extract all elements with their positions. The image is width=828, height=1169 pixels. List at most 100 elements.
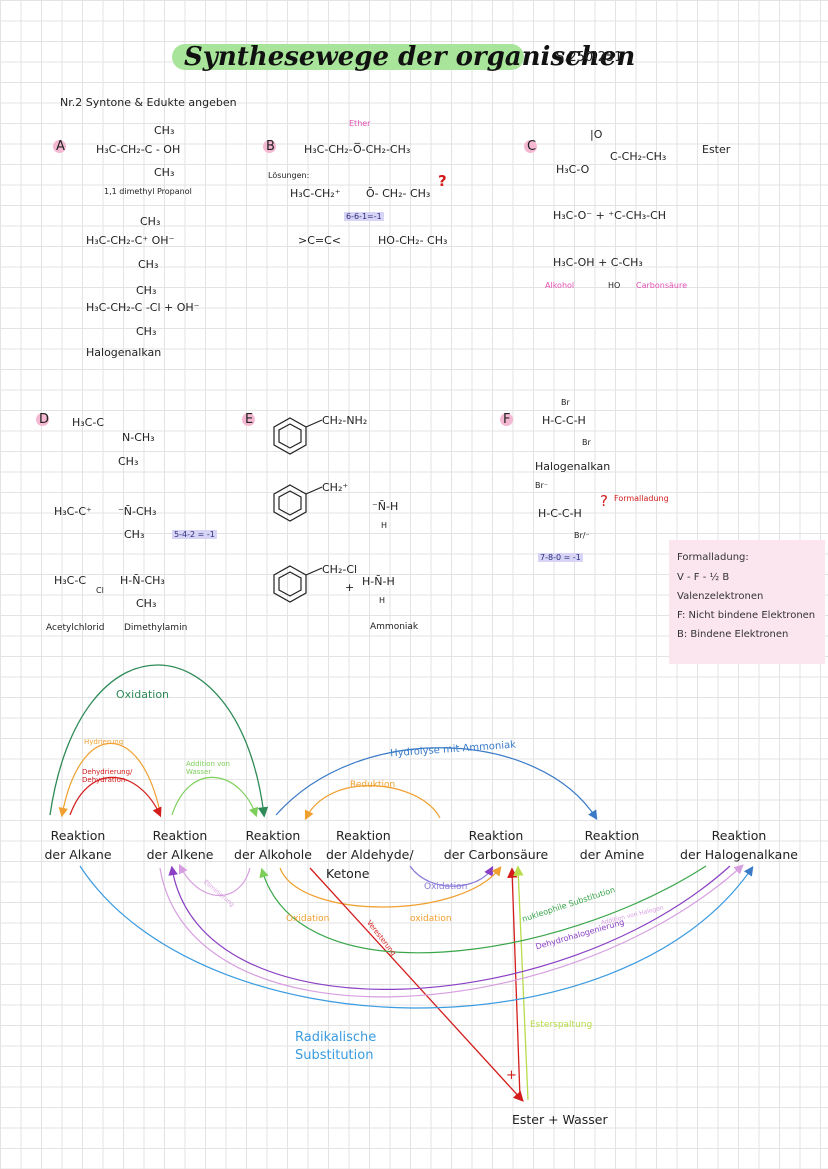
section-marker <box>36 413 49 426</box>
formula: H₃C-C⁺ <box>54 505 92 518</box>
formula: CH₂-NH₂ <box>322 414 368 427</box>
formula: CH₃ <box>136 284 157 297</box>
formula: + <box>345 581 355 594</box>
formula: H₃C-C <box>72 416 105 429</box>
formula: H₃C-CH₂-C - OH <box>96 143 181 156</box>
question-mark: ? <box>600 492 608 510</box>
formula: H <box>381 521 388 530</box>
formula: H₃C-CH₂-C⁺ OH⁻ <box>86 234 175 247</box>
title-highlight <box>172 44 524 70</box>
oxidation-small-arrow <box>409 865 494 887</box>
calc: 5-4-2 = -1 <box>172 530 217 539</box>
arrow-label: Oxidation <box>424 882 468 892</box>
oxidation-arrow <box>49 664 269 818</box>
arrow-label: Esterspaltung <box>530 1020 593 1030</box>
section-letter: F <box>503 412 511 427</box>
formula: C-CH₂-CH₃ <box>610 150 667 163</box>
formula: ⁻N̄-CH₃ <box>118 505 157 518</box>
compound-type: Ether <box>349 119 371 128</box>
compound-name: 1,1 dimethyl Propanol <box>104 187 192 196</box>
formula: CH₃ <box>154 166 175 179</box>
formula: CH₂-Cl <box>322 563 358 576</box>
radikal-arrow <box>79 865 754 1009</box>
note-line: Formalladung: <box>677 552 749 563</box>
esterspaltung-arrow <box>513 865 529 1101</box>
compound-name: Alkohol <box>545 281 575 290</box>
formula: Br <box>582 438 591 447</box>
note-line: V - F - ½ B <box>677 572 730 583</box>
compound-name: Dimethylamin <box>124 623 188 633</box>
section-letter: D <box>39 412 50 427</box>
hydrierung-arrow <box>58 742 161 818</box>
arrow-label: Radikalische <box>295 1030 377 1045</box>
section-marker <box>263 140 276 153</box>
arrow-label: oxidation <box>410 914 452 924</box>
formula: H-N̄-H <box>362 575 395 588</box>
formula: CH₃ <box>140 215 161 228</box>
note-line: Valenzelektronen <box>677 591 764 602</box>
formula: H₃C-O⁻ + ⁺C-CH₃-CH <box>553 209 667 222</box>
addition-halogen-arrow <box>159 864 744 998</box>
arrow-label: Oxidation <box>116 688 170 701</box>
section-letter: B <box>266 139 275 154</box>
formula: H₃C-CH₂⁺ <box>290 187 341 200</box>
formula: H₃C-O <box>556 163 590 176</box>
section-marker <box>53 140 66 153</box>
formula: CH₃ <box>154 124 175 137</box>
formula: CH₃ <box>118 455 139 468</box>
formula: CH₃ <box>138 258 159 271</box>
arrow-label: Hydrierung <box>84 738 124 746</box>
node-ester-wasser: Ester + Wasser <box>512 1112 608 1127</box>
calc: 7-8-0 = -1 <box>538 553 583 562</box>
arrow-label: Addition von Wasser <box>186 760 230 776</box>
formula: Cl <box>96 586 104 595</box>
section-marker <box>524 140 537 153</box>
formula: H <box>379 596 386 605</box>
plus-sign: + <box>506 1068 517 1083</box>
dehydrierung-arrow <box>69 776 162 818</box>
compound-name: Ammoniak <box>370 622 419 632</box>
compound-name: Carbonsäure <box>636 281 687 290</box>
oxidation-lower-arrow <box>279 866 502 908</box>
section-marker <box>242 413 255 426</box>
question-mark: ? <box>438 172 447 190</box>
note-line: B: Bindene Elektronen <box>677 629 789 640</box>
benzene-ring <box>273 484 323 522</box>
formula: H-N̄-CH₃ <box>120 574 165 587</box>
formula: Br/⁻ <box>574 531 590 540</box>
arrow-label: Reduktion <box>350 780 396 790</box>
formula: HO <box>608 281 621 290</box>
formula: CH₃ <box>136 597 157 610</box>
formula: H₃C-CH₂-C -Cl + OH⁻ <box>86 301 200 314</box>
formula: ⁻N̄-H <box>372 500 399 513</box>
dehydrohalogenierung-arrow <box>168 865 731 990</box>
arrow-label: Oxidation <box>286 914 330 924</box>
formula: CH₃ <box>124 528 145 541</box>
formula: H-C-C-H <box>542 414 586 427</box>
formula: >C=C< <box>298 234 342 247</box>
formula: H₃C-OH + C-CH₃ <box>553 256 643 269</box>
formula: HO-CH₂- CH₃ <box>378 234 448 247</box>
note-line: F: Nicht bindene Elektronen <box>677 610 816 621</box>
arrow-label: Dehydrierung/ Dehydration <box>82 768 133 784</box>
task-subtitle: Nr.2 Syntone & Edukte angeben <box>60 96 237 109</box>
veresterung-arrow <box>309 867 524 1102</box>
formula: Ō- CH₂- CH₃ <box>366 187 431 200</box>
reduktion-arrow <box>304 785 441 821</box>
eliminierung-arrow <box>178 863 251 897</box>
annotation: Formalladung <box>614 494 669 503</box>
nukleophile-arrow <box>259 865 707 954</box>
ester-return-arrow <box>507 867 521 1099</box>
arrow-label: Substitution <box>295 1048 374 1063</box>
formula: |O <box>590 128 603 141</box>
section-letter: E <box>245 412 254 427</box>
calc: 6-6-1=-1 <box>344 212 384 221</box>
